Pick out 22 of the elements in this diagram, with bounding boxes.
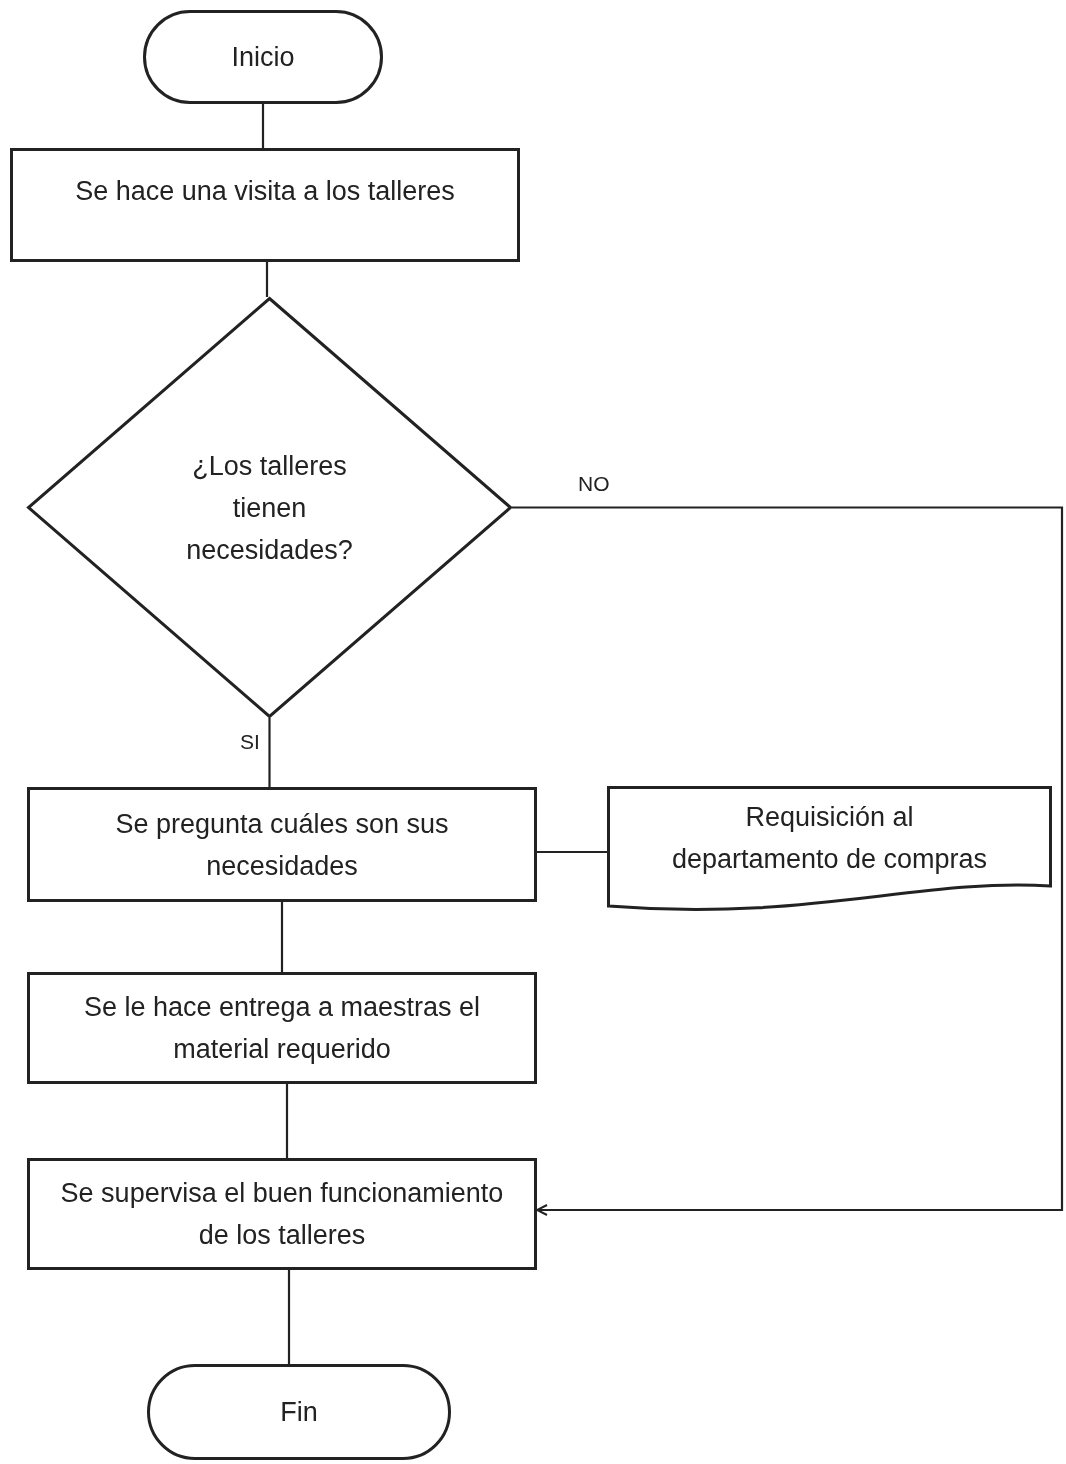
node-text: Requisición al departamento de compras [670, 801, 989, 876]
connector-line [261, 104, 265, 148]
connector-line [537, 850, 607, 854]
edge-label: NO [578, 472, 610, 496]
process-box [27, 1158, 537, 1270]
node-text: ¿Los talleres tienen necesidades? [185, 449, 354, 567]
process-box [27, 787, 537, 902]
node-text: Se supervisa el buen funcionamiento de los talleres [59, 1177, 505, 1252]
connector-line [268, 718, 271, 787]
process-box [10, 148, 520, 262]
connector-line [285, 1084, 289, 1158]
arrow [512, 506, 1064, 1216]
connector-line [280, 902, 284, 972]
connector-line [287, 1270, 291, 1364]
node-text: Se hace una visita a los talleres [74, 175, 456, 208]
process-box [27, 972, 537, 1084]
connector-line [265, 262, 269, 297]
node-text: Inicio [230, 41, 296, 74]
node-text: Se le hace entrega a maestras el material requerido [82, 991, 482, 1066]
node-text: Se pregunta cuáles son sus necesidades [114, 807, 450, 883]
edge-label: SI [240, 730, 260, 754]
node-text: Fin [279, 1396, 319, 1429]
